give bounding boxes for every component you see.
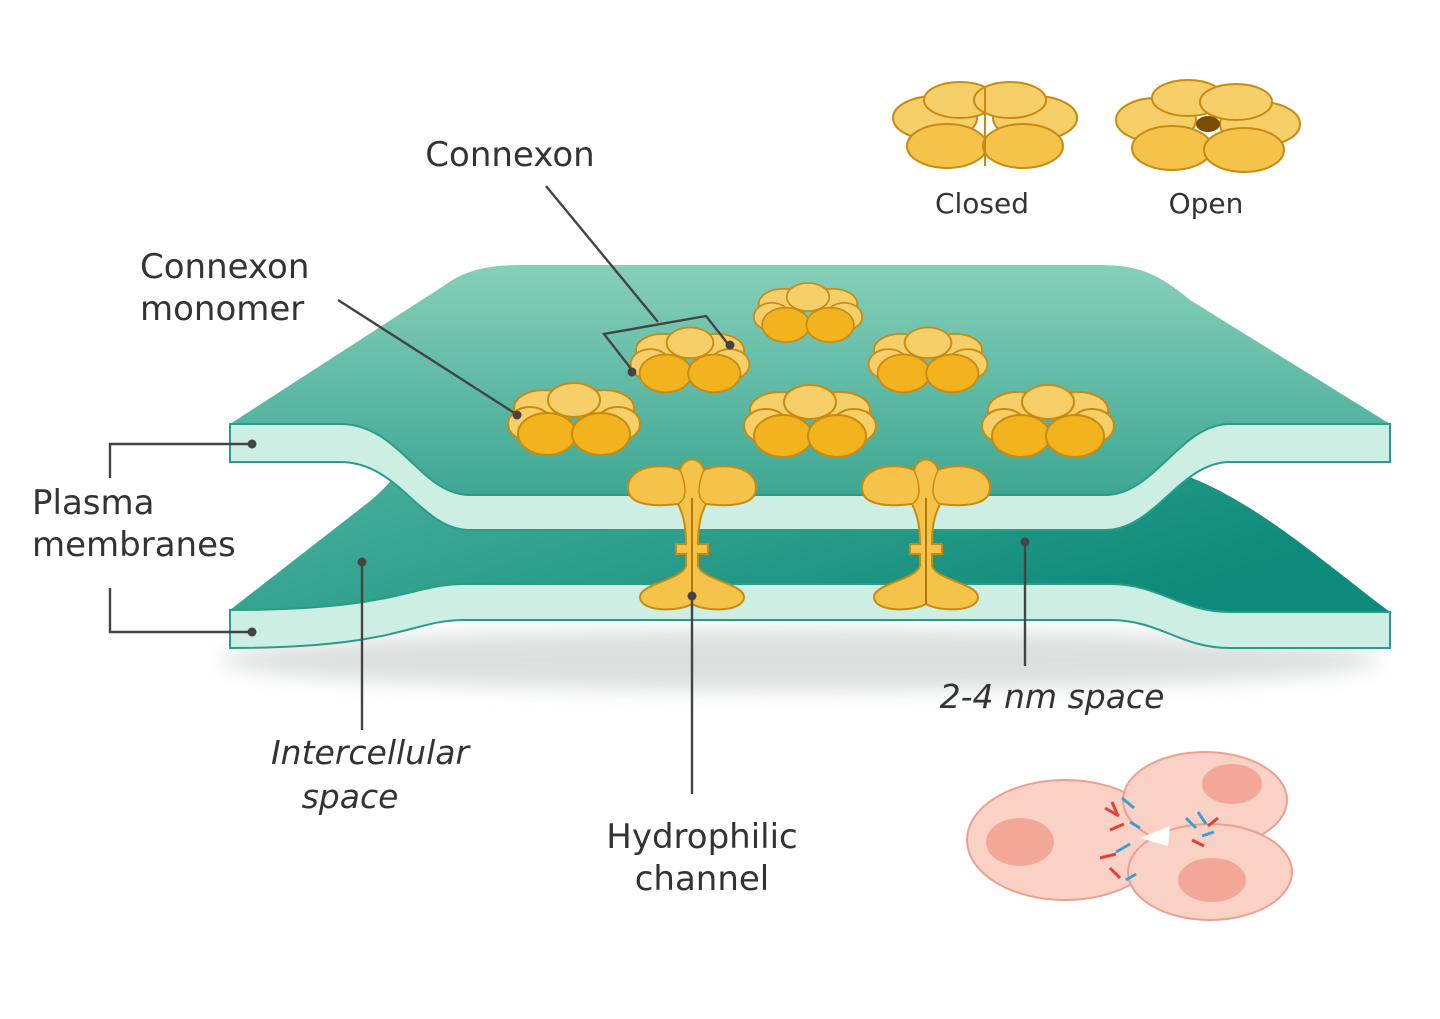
connexon-monomer-label-line1: Connexon bbox=[140, 247, 309, 287]
cells-thumbnail bbox=[966, 751, 1293, 921]
plasma-membranes-leader-bottom bbox=[108, 588, 252, 634]
plasma-membranes-label-line1: Plasma bbox=[32, 483, 154, 523]
connexon-monomer-label-line2: monomer bbox=[140, 289, 304, 329]
connexon-monomer-leader bbox=[337, 298, 517, 416]
gap-space-label: 2-4 nm space bbox=[940, 677, 1165, 716]
hydrophilic-channel-label-line2: channel bbox=[635, 859, 770, 899]
cell-nucleus bbox=[986, 818, 1054, 866]
plasma-membranes-leader-top bbox=[108, 442, 252, 478]
connexon-label: Connexon bbox=[425, 135, 594, 175]
intercellular-space-label-line1: Intercellular bbox=[271, 733, 472, 772]
open-connexon-icon bbox=[1115, 79, 1301, 173]
membrane-shadow bbox=[220, 630, 1380, 690]
plasma-membranes-label-line2: membranes bbox=[32, 525, 236, 565]
closed-label: Closed bbox=[935, 187, 1029, 220]
open-label: Open bbox=[1169, 187, 1244, 220]
connexon-bracket bbox=[601, 314, 729, 371]
intercellular-space-label-line2: space bbox=[302, 777, 399, 816]
hydrophilic-channel-label-line1: Hydrophilic bbox=[606, 817, 797, 857]
connexon-leader bbox=[545, 185, 659, 323]
closed-connexon-icon bbox=[892, 81, 1078, 169]
